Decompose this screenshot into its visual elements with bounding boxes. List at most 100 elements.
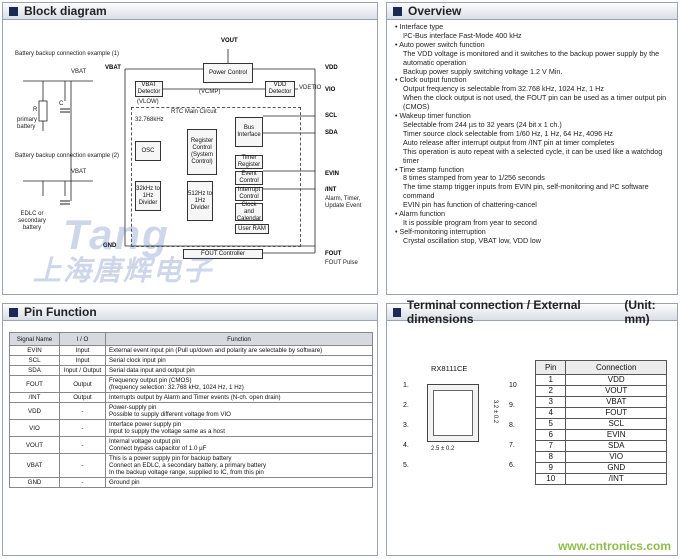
vio-pin-label: VIO [325, 87, 336, 93]
osc-box: OSC [135, 141, 161, 161]
int-note: Alarm, Timer, Update Event [325, 196, 362, 209]
pin-number: 7. [509, 442, 515, 449]
table-cell: - [59, 419, 106, 437]
vdd-pin-label: VDD [325, 65, 338, 71]
pin-number: 3. [403, 422, 409, 429]
table-cell: 1 [534, 374, 567, 386]
table-row: GND-Ground pin [9, 477, 373, 488]
vdd-detector-box: VDD Detector [265, 81, 295, 97]
backup-example-2-label: Battery backup connection example (2) [15, 153, 120, 159]
pin-number: 5. [403, 462, 409, 469]
table-cell: - [59, 477, 106, 488]
table-cell: VOUT [565, 385, 667, 397]
conn-table-header: Connection [565, 360, 667, 375]
overview-item-text: This operation is auto repeat with a sel… [403, 146, 663, 165]
table-cell: GND [565, 462, 667, 474]
table-cell: Serial data input and output pin [105, 365, 373, 376]
pin-number: 1. [403, 382, 409, 389]
table-cell: 5 [534, 418, 567, 430]
overview-item-text: 8 times stamped from year to 1/256 secon… [403, 173, 545, 183]
overview-item-text: EVIN pin has function of chattering-canc… [403, 200, 537, 210]
terminal-unit: (Unit: mm) [624, 298, 656, 326]
overview-title: Overview [408, 4, 462, 18]
block-diagram: Battery backup connection example (1) Ba… [3, 21, 377, 294]
site-watermark: www.cntronics.com [558, 539, 671, 553]
table-cell: /INT [9, 392, 60, 403]
vdetio-label: VDETIO [299, 85, 322, 91]
interrupt-control-box: Interrupt Control [235, 187, 263, 201]
scl-pin-label: SCL [325, 113, 337, 119]
table-cell: 10 [534, 473, 567, 485]
user-ram-box: User RAM [235, 224, 269, 234]
overview-item-text: When the clock output is not used, the F… [403, 93, 667, 112]
table-cell: SDA [565, 440, 667, 452]
dim-width: 2.5 ± 0.2 [431, 446, 455, 452]
overview-item-head: • Interface type [395, 22, 444, 31]
table-cell: EVIN [565, 429, 667, 441]
rtc-main-label: RTC Main Circuit [171, 109, 217, 115]
table-cell: Input [59, 355, 106, 366]
vbat-detector-box: VBAT Detector [135, 81, 163, 97]
part-number: RX8111CE [431, 364, 468, 373]
table-cell: VDD [9, 402, 60, 420]
overview-item-text: I²C-Bus interface Fast-Mode 400 kHz [403, 30, 522, 40]
overview-item-text: Timer source clock selectable from 1/60 … [403, 128, 613, 138]
block-diagram-title: Block diagram [24, 4, 107, 18]
table-cell: - [59, 436, 106, 454]
bus-interface-box: Bus Interface [235, 117, 263, 147]
table-cell: This is a power supply pin for backup ba… [105, 453, 373, 478]
pin-table-header: Signal Name [9, 332, 60, 346]
table-cell: FOUT [565, 407, 667, 419]
chip-inner-outline [433, 390, 473, 436]
table-cell: 2 [534, 385, 567, 397]
table-cell: FOUT [9, 375, 60, 393]
terminal-title: Terminal connection / External dimension… [406, 298, 581, 326]
table-cell: VIO [565, 451, 667, 463]
overview-item-text: Output frequency is selectable from 32.7… [403, 84, 604, 94]
overview-item-head: • Self-monitoring interruption [395, 226, 486, 236]
overview-item-text: Selectable from 244 µs to 32 years (24 b… [403, 119, 562, 129]
conn-table-header: Pin [534, 360, 567, 375]
pin-table-header: I / O [59, 332, 106, 346]
table-cell: EVIN [9, 345, 60, 356]
table-cell: External event input pin (Pull up/down a… [105, 345, 373, 356]
table-cell: Interrupts output by Alarm and Timer eve… [105, 392, 373, 403]
fout-controller-box: FOUT Controller [183, 249, 263, 259]
table-cell: GND [9, 477, 60, 488]
pin-number: 6. [509, 462, 515, 469]
int-pin-label: /INT [325, 187, 337, 193]
clock-calendar-box: Clock and Calendar [235, 201, 263, 222]
table-cell: VBAT [565, 396, 667, 408]
table-cell: - [59, 402, 106, 420]
timer-register-box: Timer Register [235, 155, 263, 169]
overview-item-head: • Wakeup timer function [395, 111, 471, 121]
pin-number: 9. [509, 402, 515, 409]
table-cell: Input [59, 345, 106, 356]
vbat-label-ex1: VBAT [71, 69, 87, 75]
vbat-pin-label: VBAT [105, 65, 121, 71]
header-square-icon [9, 307, 18, 317]
dim-height: 3.2 ± 0.2 [492, 399, 499, 424]
primary-battery-label: primary battery [17, 117, 38, 130]
table-cell: 7 [534, 440, 567, 452]
header-square-icon [393, 307, 401, 317]
